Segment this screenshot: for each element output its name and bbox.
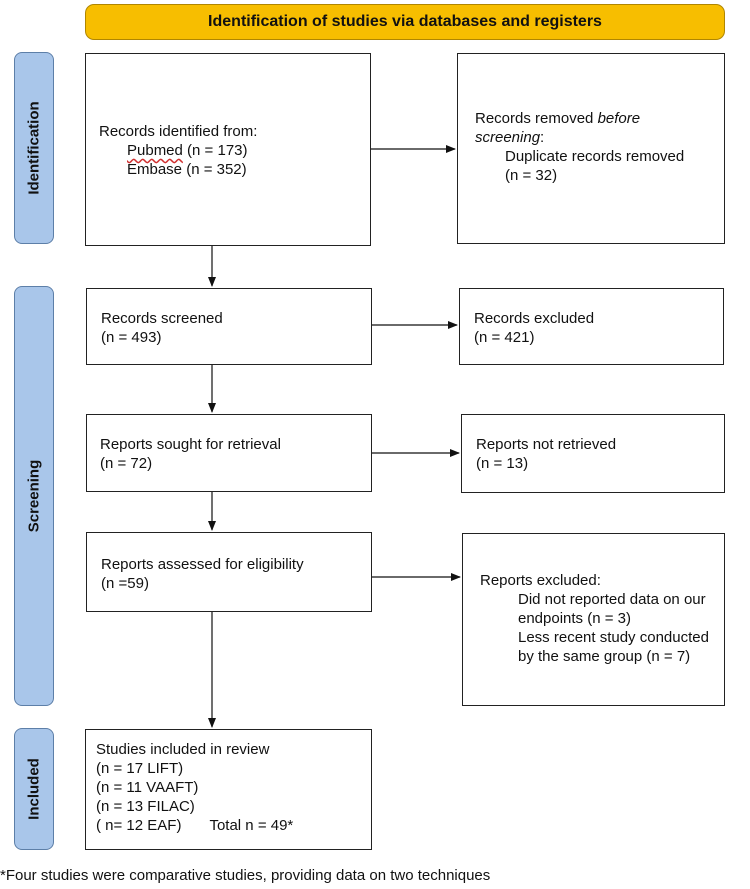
stage-screening: Screening — [14, 286, 54, 706]
records-removed-colon: : — [540, 129, 545, 146]
records-identified-line1: Records identified from: — [99, 123, 258, 140]
footnote: *Four studies were comparative studies, … — [0, 867, 491, 884]
studies-included-vaaft: (n = 11 VAAFT) — [96, 779, 199, 796]
records-removed-text: Records removed — [475, 110, 598, 127]
reports-sought-label: Reports sought for retrieval — [100, 436, 281, 453]
reports-not-retrieved-count: (n = 13) — [476, 455, 529, 472]
reports-excluded-reason2-line2: by the same group (n = 7) — [518, 648, 691, 665]
records-identified-pubmed: Pubmed (n = 173) — [99, 141, 370, 160]
records-identified-embase: Embase (n = 352) — [127, 161, 247, 178]
records-screened-box: Records screened (n = 493) — [86, 288, 372, 365]
duplicate-records-count: (n = 32) — [505, 167, 558, 184]
reports-assessed-count: (n =59) — [101, 575, 149, 592]
records-removed-emphasis-before: before — [597, 110, 641, 127]
reports-excluded-reason1-line2: endpoints (n = 3) — [518, 610, 631, 627]
reports-excluded-reason2-line1: Less recent study conducted — [518, 629, 709, 646]
studies-included-box: Studies included in review (n = 17 LIFT)… — [85, 729, 372, 850]
header-title: Identification of studies via databases … — [208, 13, 602, 30]
records-excluded-box: Records excluded (n = 421) — [459, 288, 724, 365]
pubmed-count: (n = 173) — [182, 142, 248, 159]
records-screened-count: (n = 493) — [101, 329, 162, 346]
duplicate-records-label: Duplicate records removed — [505, 148, 685, 165]
reports-sought-box: Reports sought for retrieval (n = 72) — [86, 414, 372, 492]
reports-not-retrieved-label: Reports not retrieved — [476, 436, 617, 453]
records-removed-line2: screening: — [475, 128, 724, 147]
records-excluded-label: Records excluded — [474, 310, 595, 327]
reports-excluded-reason1-line1: Did not reported data on our — [518, 591, 706, 608]
studies-included-eaf-row: ( n= 12 EAF) Total n = 49* — [96, 816, 371, 835]
reports-sought-count: (n = 72) — [100, 455, 153, 472]
records-excluded-count: (n = 421) — [474, 329, 535, 346]
reports-excluded-label: Reports excluded: — [480, 572, 601, 589]
records-removed-line1: Records removed before — [475, 109, 724, 128]
reports-not-retrieved-box: Reports not retrieved (n = 13) — [461, 414, 725, 493]
stage-included: Included — [14, 728, 54, 850]
pubmed-label: Pubmed — [127, 142, 183, 159]
stage-identification: Identification — [14, 52, 54, 244]
records-removed-emphasis-screening: screening — [475, 129, 541, 146]
studies-included-filac: (n = 13 FILAC) — [96, 798, 195, 815]
reports-assessed-label: Reports assessed for eligibility — [101, 556, 304, 573]
records-screened-label: Records screened — [101, 310, 223, 327]
reports-assessed-box: Reports assessed for eligibility (n =59) — [86, 532, 372, 612]
records-removed-box: Records removed before screening: Duplic… — [457, 53, 725, 244]
studies-included-eaf: ( n= 12 EAF) — [96, 817, 182, 834]
records-identified-box: Records identified from: Pubmed (n = 173… — [85, 53, 371, 246]
header-banner: Identification of studies via databases … — [85, 4, 725, 40]
studies-included-label: Studies included in review — [96, 741, 270, 758]
studies-included-total: Total n = 49* — [209, 817, 294, 834]
studies-included-lift: (n = 17 LIFT) — [96, 760, 184, 777]
reports-excluded-box: Reports excluded: Did not reported data … — [462, 533, 725, 706]
